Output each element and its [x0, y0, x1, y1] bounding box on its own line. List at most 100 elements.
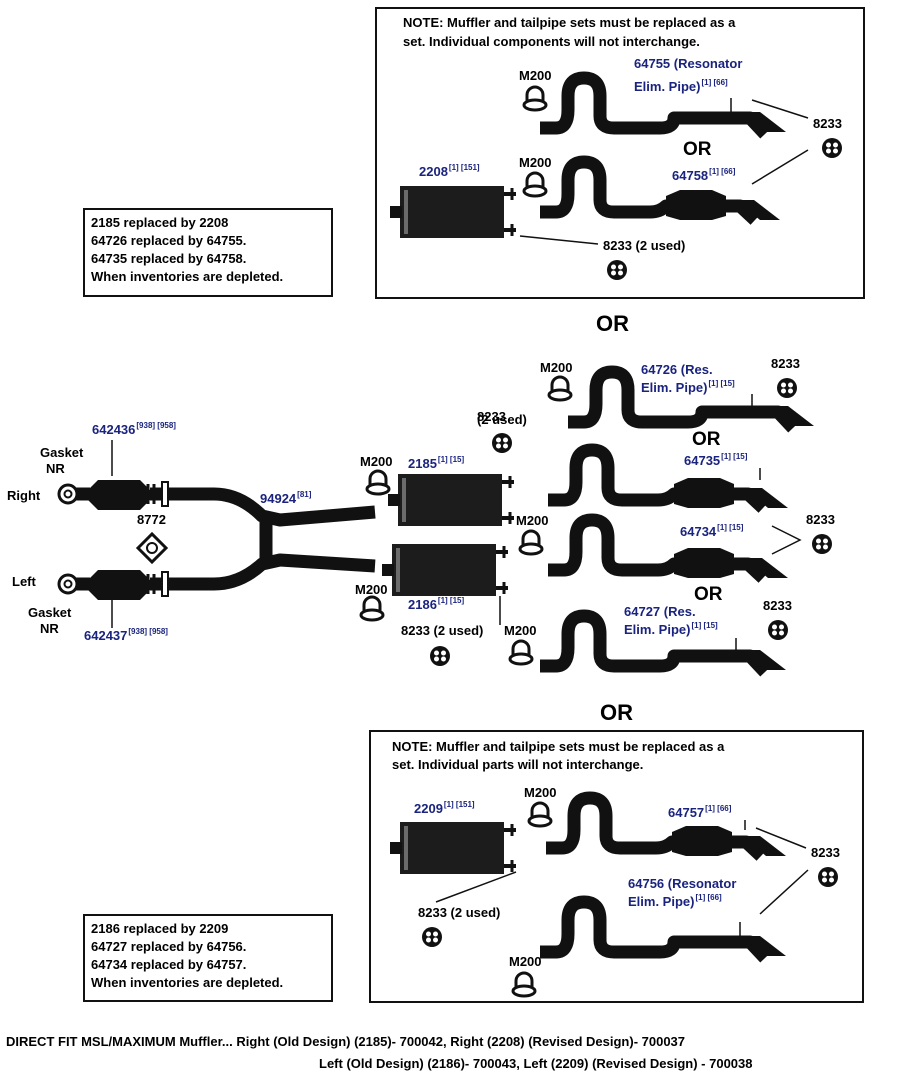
hanger-2-used-label: 8233 (2 used)	[401, 623, 483, 638]
part-64726-refs: [1] [15]	[708, 379, 735, 388]
clamp-label: M200	[524, 785, 557, 800]
hanger-label: 8233	[813, 116, 842, 131]
catalytic-converter-right	[88, 480, 150, 510]
part-64735-refs: [1] [15]	[721, 452, 748, 461]
svg-text:Elim. Pipe)[1] [15]: Elim. Pipe)[1] [15]	[624, 621, 718, 637]
svg-text:642436[938] [958]: 642436[938] [958]	[92, 421, 176, 437]
tailpipe-64734	[548, 520, 788, 578]
clamp-label: M200	[519, 155, 552, 170]
part-64755-refs: [1] [66]	[701, 78, 728, 87]
svg-text:2185 replaced by 2208: 2185 replaced by 2208	[91, 215, 228, 230]
part-64734: 64734	[680, 524, 717, 539]
part-642437-refs: [938] [958]	[128, 627, 168, 636]
part-94924-refs: [81]	[297, 490, 312, 499]
muffler-2209	[388, 820, 518, 876]
part-64756-line1: 64756 (Resonator	[628, 876, 736, 891]
flange-gasket-label: 8772	[137, 512, 166, 527]
muffler-2208	[388, 184, 518, 240]
svg-text:64735[1] [15]: 64735[1] [15]	[684, 452, 748, 468]
hanger-label: 8233	[811, 845, 840, 860]
bottom-note-line2: set. Individual parts will not interchan…	[392, 757, 643, 772]
svg-text:64727 replaced by 64756.: 64727 replaced by 64756.	[91, 939, 246, 954]
o2-port-icon	[57, 573, 79, 595]
right-label: Right	[7, 488, 41, 503]
part-642436-refs: [938] [958]	[136, 421, 176, 430]
nr-label: NR	[40, 621, 59, 636]
part-64726-line2: Elim. Pipe)	[641, 380, 707, 395]
svg-text:2185[1] [15]: 2185[1] [15]	[408, 455, 464, 471]
nr-label: NR	[46, 461, 65, 476]
muffler-2185	[386, 472, 516, 528]
clamp-label: M200	[519, 68, 552, 83]
svg-text:Elim. Pipe)[1] [66]: Elim. Pipe)[1] [66]	[634, 78, 728, 94]
part-64756-line2: Elim. Pipe)	[628, 894, 694, 909]
clamp-icon	[518, 529, 544, 556]
svg-text:Elim. Pipe)[1] [66]: Elim. Pipe)[1] [66]	[628, 893, 722, 909]
hanger-icon	[607, 260, 627, 280]
bottom-note-line1: NOTE: Muffler and tailpipe sets must be …	[392, 739, 725, 754]
part-64726-line1: 64726 (Res.	[641, 362, 713, 377]
left-label: Left	[12, 574, 37, 589]
hanger-2-used-label: 8233 (2 used)	[603, 238, 685, 253]
footer-line2: Left (Old Design) (2186)- 700043, Left (…	[319, 1056, 753, 1071]
y-pipe-94924	[168, 487, 376, 527]
svg-text:64735 replaced by 64758.: 64735 replaced by 64758.	[91, 251, 246, 266]
part-64758: 64758	[672, 168, 708, 183]
hanger-icon	[777, 378, 797, 398]
part-2209-refs: [1] [151]	[444, 800, 475, 809]
clamp-icon	[365, 469, 391, 496]
part-64727-line1: 64727 (Res.	[624, 604, 696, 619]
hanger-icon	[768, 620, 788, 640]
clamp-label: M200	[540, 360, 573, 375]
hanger-icon	[812, 534, 832, 554]
part-64756-refs: [1] [66]	[695, 893, 722, 902]
replacement-note-bottom: 2186 replaced by 2209 64727 replaced by …	[83, 914, 333, 1002]
svg-text:642437[938] [958]: 642437[938] [958]	[84, 627, 168, 643]
svg-text:When inventories are depleted.: When inventories are depleted.	[91, 269, 283, 284]
clamp-label: M200	[355, 582, 388, 597]
part-64755-line2: Elim. Pipe)	[634, 79, 700, 94]
catalytic-converter-left	[88, 570, 150, 600]
svg-text:2209[1] [151]: 2209[1] [151]	[414, 800, 475, 816]
part-2208-refs: [1] [151]	[449, 163, 480, 172]
part-64734-refs: [1] [15]	[717, 523, 744, 532]
hanger-icon	[492, 433, 512, 453]
svg-text:64757[1] [66]: 64757[1] [66]	[668, 804, 732, 820]
svg-text:2186 replaced by 2209: 2186 replaced by 2209	[91, 921, 228, 936]
clamp-icon	[359, 595, 385, 622]
hanger-label: 8233	[771, 356, 800, 371]
svg-text:64734 replaced by 64757.: 64734 replaced by 64757.	[91, 957, 246, 972]
part-64727-line2: Elim. Pipe)	[624, 622, 690, 637]
hanger-icon	[430, 646, 450, 666]
main-system: 642436[938] [958] Gasket NR Right Left G…	[7, 356, 835, 672]
or-separator: OR	[596, 311, 629, 336]
part-2185: 2185	[408, 456, 437, 471]
hanger-icon	[822, 138, 842, 158]
hanger-icon	[818, 867, 838, 887]
part-94924: 94924	[260, 491, 297, 506]
top-alternate-box: NOTE: Muffler and tailpipe sets must be …	[375, 7, 865, 299]
svg-text:94924[81]: 94924[81]	[260, 490, 312, 506]
clamp-label: M200	[509, 954, 542, 969]
o2-port-icon	[57, 483, 79, 505]
clamp-icon	[508, 639, 534, 666]
svg-text:2186[1] [15]: 2186[1] [15]	[408, 596, 464, 612]
clamp-icon	[547, 375, 573, 402]
svg-text:2208[1] [151]: 2208[1] [151]	[419, 163, 480, 179]
or-separator: OR	[600, 700, 633, 725]
clamp-label: M200	[516, 513, 549, 528]
or-separator: OR	[694, 584, 723, 605]
part-2186-refs: [1] [15]	[438, 596, 465, 605]
hanger-label: 8233	[763, 598, 792, 613]
part-642437: 642437	[84, 628, 127, 643]
svg-text:64734[1] [15]: 64734[1] [15]	[680, 523, 744, 539]
clamp-label: M200	[360, 454, 393, 469]
footer-line1: DIRECT FIT MSL/MAXIMUM Muffler... Right …	[6, 1034, 685, 1049]
part-2185-refs: [1] [15]	[438, 455, 465, 464]
bottom-alternate-box: NOTE: Muffler and tailpipe sets must be …	[369, 730, 864, 1003]
hanger-2-used-label: 8233 (2 used)	[418, 905, 500, 920]
top-note-line1: NOTE: Muffler and tailpipe sets must be …	[403, 15, 736, 30]
gasket-label: Gasket	[28, 605, 72, 620]
part-642436: 642436	[92, 422, 135, 437]
